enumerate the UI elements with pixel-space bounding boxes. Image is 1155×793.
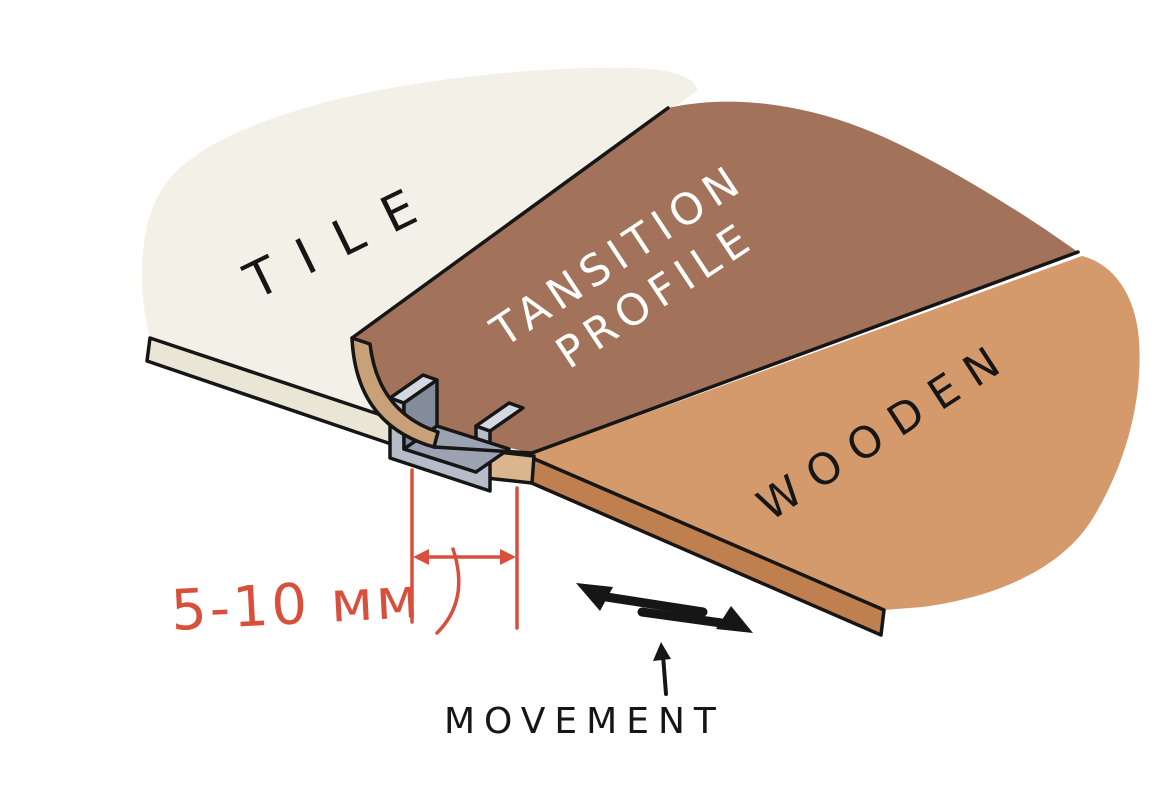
dimension-arrowhead-right [500,549,516,565]
pointer-arrow-head [653,642,671,661]
transition-profile-surface [352,101,1078,454]
profile-bottom-outline [432,250,1080,455]
movement-arrow-head-left [576,583,613,611]
movement-arrow-head-right [716,606,753,633]
profile-end-cap [350,336,440,449]
leader-curve [435,547,461,635]
gap-dimension: 5-10 мм [169,468,519,644]
pointer-arrow-line [661,653,668,696]
floor-illustration [141,67,1140,637]
dimension-arrowheads [413,549,516,565]
channel-right-wall-top [474,401,525,433]
movement-label: MOVEMENT [444,701,725,742]
dimension-arrowhead-left [413,549,429,565]
tile-surface [141,67,698,420]
gap-dimension-label: 5-10 мм [169,566,422,644]
profile-edge-outline [350,106,670,340]
movement-arrow-shaft-1 [595,591,708,617]
movement-annotation: MOVEMENT [444,583,753,742]
